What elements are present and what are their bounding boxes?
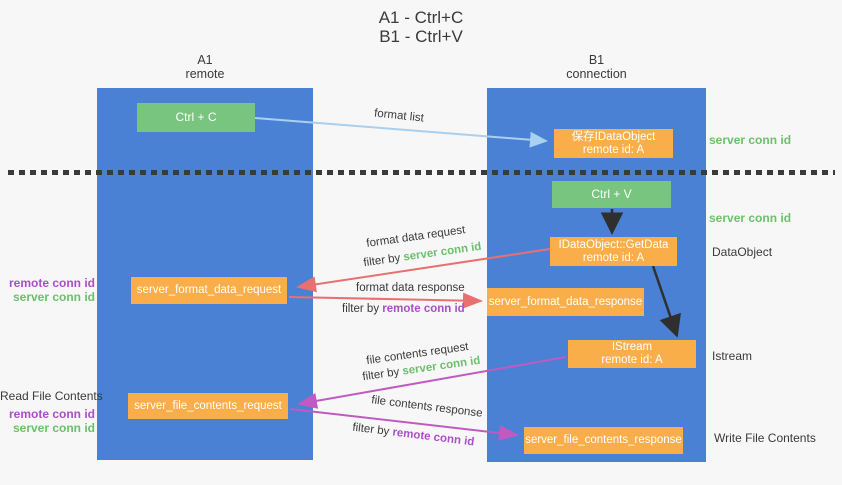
node-server-file-contents-response: server_file_contents_response <box>524 427 683 454</box>
filter-by-remote-conn-id-label-1: filter by remote conn id <box>342 303 465 315</box>
lane-a1-type: remote <box>185 67 225 81</box>
format-data-response-arrow <box>288 292 483 309</box>
node-istream: IStream remote id: A <box>568 340 696 368</box>
conn-id-pair-bottom: remote conn id server conn id <box>0 407 95 435</box>
node-ctrl-v: Ctrl + V <box>552 181 671 208</box>
conn-id-pair-top: remote conn id server conn id <box>0 276 95 304</box>
lane-a1-name: A1 <box>197 53 213 67</box>
save-idataobject-line2: remote id: A <box>582 143 645 156</box>
lane-header-b1: B1 connection <box>487 53 706 81</box>
lane-b1-type: connection <box>566 67 627 81</box>
read-file-contents-label: Read File Contents <box>0 389 103 403</box>
format-data-response-label: format data response <box>356 282 465 294</box>
getdata-line2: remote id: A <box>582 251 645 264</box>
server-conn-id-label-left-top: server conn id <box>12 290 95 304</box>
node-idataobject-getdata: IDataObject::GetData remote id: A <box>550 237 677 266</box>
filter-by-text: filter by <box>342 303 380 315</box>
title-line-2: B1 - Ctrl+V <box>379 27 463 46</box>
istream-side-label: Istream <box>712 349 753 363</box>
istream-line2: remote id: A <box>601 354 663 366</box>
server-format-data-response-label: server_format_data_response <box>488 295 643 308</box>
format-list-label: format list <box>373 107 425 125</box>
node-server-format-data-request: server_format_data_request <box>131 277 287 304</box>
save-idataobject-line1: 保存IDataObject <box>571 130 656 143</box>
separator-dotted-line <box>8 170 835 175</box>
filter-by-text: filter by <box>361 366 401 384</box>
ctrl-c-label: Ctrl + C <box>175 110 217 124</box>
node-save-idataobject: 保存IDataObject remote id: A <box>554 129 673 158</box>
node-server-file-contents-request: server_file_contents_request <box>128 393 288 419</box>
istream-line1: IStream <box>611 341 653 353</box>
filter-by-remote-conn-id-label-2: filter by remote conn id <box>352 422 475 449</box>
node-server-format-data-response: server_format_data_response <box>487 288 644 316</box>
diagram-title: A1 - Ctrl+C B1 - Ctrl+V <box>0 8 842 46</box>
dataobject-label: DataObject <box>712 245 773 259</box>
server-file-contents-response-label: server_file_contents_response <box>525 434 682 446</box>
file-contents-response-label: file contents response <box>370 394 484 420</box>
remote-conn-id-text: remote conn id <box>382 303 465 315</box>
remote-conn-id-text: remote conn id <box>391 426 475 449</box>
server-conn-id-text: server conn id <box>402 240 483 264</box>
filter-by-text: filter by <box>362 252 402 270</box>
server-file-contents-request-label: server_file_contents_request <box>134 399 282 412</box>
remote-conn-id-label-top: remote conn id <box>8 276 95 290</box>
write-file-contents-label: Write File Contents <box>714 431 816 445</box>
filter-by-text: filter by <box>351 421 390 438</box>
lane-header-a1: A1 remote <box>97 53 313 81</box>
getdata-line1: IDataObject::GetData <box>558 238 669 251</box>
server-conn-id-label-mid: server conn id <box>709 211 792 225</box>
title-line-1: A1 - Ctrl+C <box>378 8 464 27</box>
ctrl-v-label: Ctrl + V <box>591 187 632 201</box>
server-format-data-request-label: server_format_data_request <box>136 284 282 296</box>
node-ctrl-c: Ctrl + C <box>137 103 255 132</box>
lane-b1-name: B1 <box>588 53 605 67</box>
server-conn-id-label-top: server conn id <box>709 133 792 147</box>
remote-conn-id-label-bottom: remote conn id <box>8 407 95 421</box>
server-conn-id-label-left-bottom: server conn id <box>12 421 95 435</box>
